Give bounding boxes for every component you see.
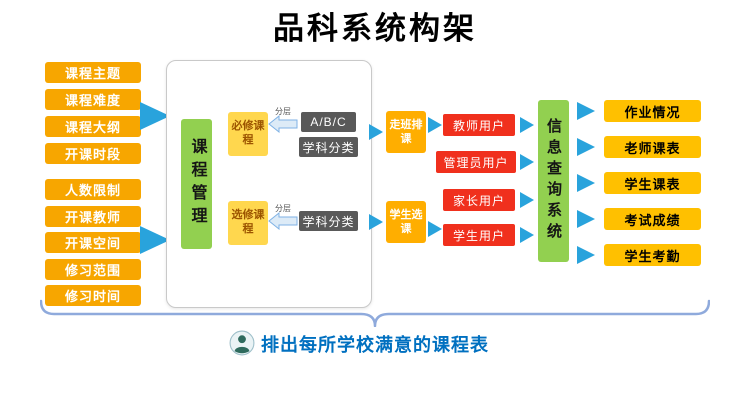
left-input-box: 修习时间 xyxy=(45,285,141,306)
output-box: 考试成绩 xyxy=(604,208,701,230)
admin-user-box: 管理员用户 xyxy=(436,151,516,173)
elective-course-box: 选修课程 xyxy=(228,201,268,245)
left-input-box: 课程主题 xyxy=(45,62,141,83)
brace xyxy=(40,299,710,327)
subject-category-box: 学科分类 xyxy=(299,211,358,231)
layer-label: 分层 xyxy=(275,204,291,213)
flow-arrow-right-icon xyxy=(369,124,383,140)
flow-arrow-right-icon xyxy=(428,117,442,133)
left-input-box: 课程大纲 xyxy=(45,116,141,137)
page-title: 品科系统构架 xyxy=(273,11,477,46)
flow-arrow-right-icon xyxy=(428,221,442,237)
course-management-box: 课程管理 xyxy=(181,119,212,249)
person-avatar xyxy=(229,330,255,356)
abc-level-box: A/B/C xyxy=(301,112,356,132)
flow-arrow-right-icon xyxy=(140,226,170,254)
flow-arrow-right-icon xyxy=(369,214,383,230)
required-course-box: 必修课程 xyxy=(228,112,268,156)
flow-arrow-right-icon xyxy=(140,102,170,130)
parent-user-box: 家长用户 xyxy=(443,189,515,211)
output-box: 作业情况 xyxy=(604,100,701,122)
layer-arrow-icon xyxy=(268,212,298,230)
flow-arrow-right-icon xyxy=(577,210,595,228)
left-input-box: 修习范围 xyxy=(45,259,141,280)
flow-arrow-right-icon xyxy=(520,192,534,208)
output-box: 学生课表 xyxy=(604,172,701,194)
flow-arrow-right-icon xyxy=(520,117,534,133)
output-box: 学生考勤 xyxy=(604,244,701,266)
flow-arrow-right-icon xyxy=(520,154,534,170)
flow-arrow-right-icon xyxy=(577,102,595,120)
info-query-system-box: 信息查询系统 xyxy=(538,100,569,262)
student-user-box: 学生用户 xyxy=(443,224,515,246)
teacher-user-box: 教师用户 xyxy=(443,114,515,136)
left-input-box: 开课时段 xyxy=(45,143,141,164)
student-course-selection-box: 学生选课 xyxy=(386,201,426,243)
subject-category-box: 学科分类 xyxy=(299,137,358,157)
flow-arrow-right-icon xyxy=(520,227,534,243)
flow-arrow-right-icon xyxy=(577,138,595,156)
left-input-box: 人数限制 xyxy=(45,179,141,200)
flow-arrow-right-icon xyxy=(577,174,595,192)
layer-label: 分层 xyxy=(275,107,291,116)
layer-arrow-icon xyxy=(268,115,298,133)
left-input-box: 开课空间 xyxy=(45,232,141,253)
footer-slogan: 排出每所学校满意的课程表 xyxy=(261,335,489,355)
walk-class-scheduling-box: 走班排课 xyxy=(386,111,426,153)
left-input-box: 课程难度 xyxy=(45,89,141,110)
output-box: 老师课表 xyxy=(604,136,701,158)
flow-arrow-right-icon xyxy=(577,246,595,264)
left-input-box: 开课教师 xyxy=(45,206,141,227)
